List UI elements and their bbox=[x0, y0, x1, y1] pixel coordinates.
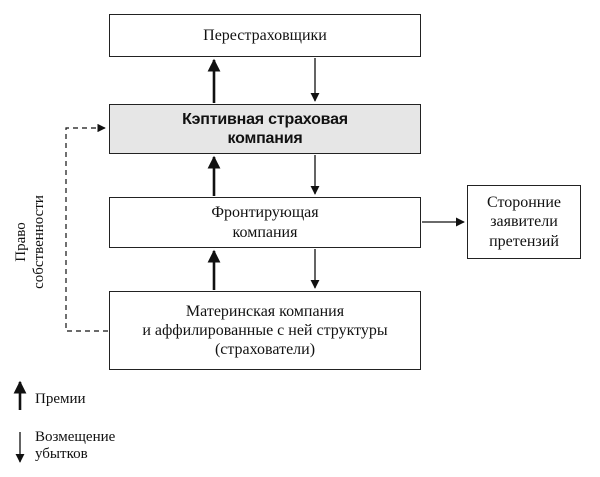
fronting-company-box: Фронтирующая компания bbox=[109, 197, 421, 248]
claimants-label-line-3: претензий bbox=[489, 232, 559, 250]
ownership-dashed-line bbox=[65, 123, 108, 332]
legend-losses-line-1: Возмещение bbox=[35, 429, 116, 445]
claimants-label-line-2: заявители bbox=[490, 213, 558, 231]
captive-label-line-1: Кэптивная страховая bbox=[182, 110, 348, 128]
captive-insurer-box: Кэптивная страховая компания bbox=[109, 104, 421, 154]
parent-label-line-3: (страхователи) bbox=[214, 341, 316, 359]
reinsurers-box: Перестраховщики bbox=[109, 14, 421, 57]
captive-label-line-2: компания bbox=[227, 130, 303, 147]
legend-premiums: Премии bbox=[35, 391, 86, 408]
ownership-label: Право собственности bbox=[10, 178, 90, 308]
ownership-label-line-2: собственности bbox=[31, 195, 47, 289]
parent-label-line-1: Материнская компания bbox=[185, 302, 345, 320]
legend-losses-line-2: убытков bbox=[35, 446, 88, 462]
fronting-label-line-2: компания bbox=[232, 223, 298, 241]
reinsurers-label: Перестраховщики bbox=[203, 26, 327, 44]
ownership-label-line-1: Право bbox=[13, 222, 29, 262]
parent-label-line-2: и аффилированные с ней структуры bbox=[142, 321, 388, 339]
legend-premiums-label: Премии bbox=[35, 391, 86, 407]
parent-company-box: Материнская компания и аффилированные с … bbox=[109, 291, 421, 370]
legend-losses: Возмещение убытков bbox=[35, 429, 115, 463]
third-party-claimants-box: Сторонние заявители претензий bbox=[467, 185, 581, 259]
claimants-label-line-1: Сторонние bbox=[486, 194, 562, 212]
fronting-label-line-1: Фронтирующая bbox=[211, 204, 319, 222]
